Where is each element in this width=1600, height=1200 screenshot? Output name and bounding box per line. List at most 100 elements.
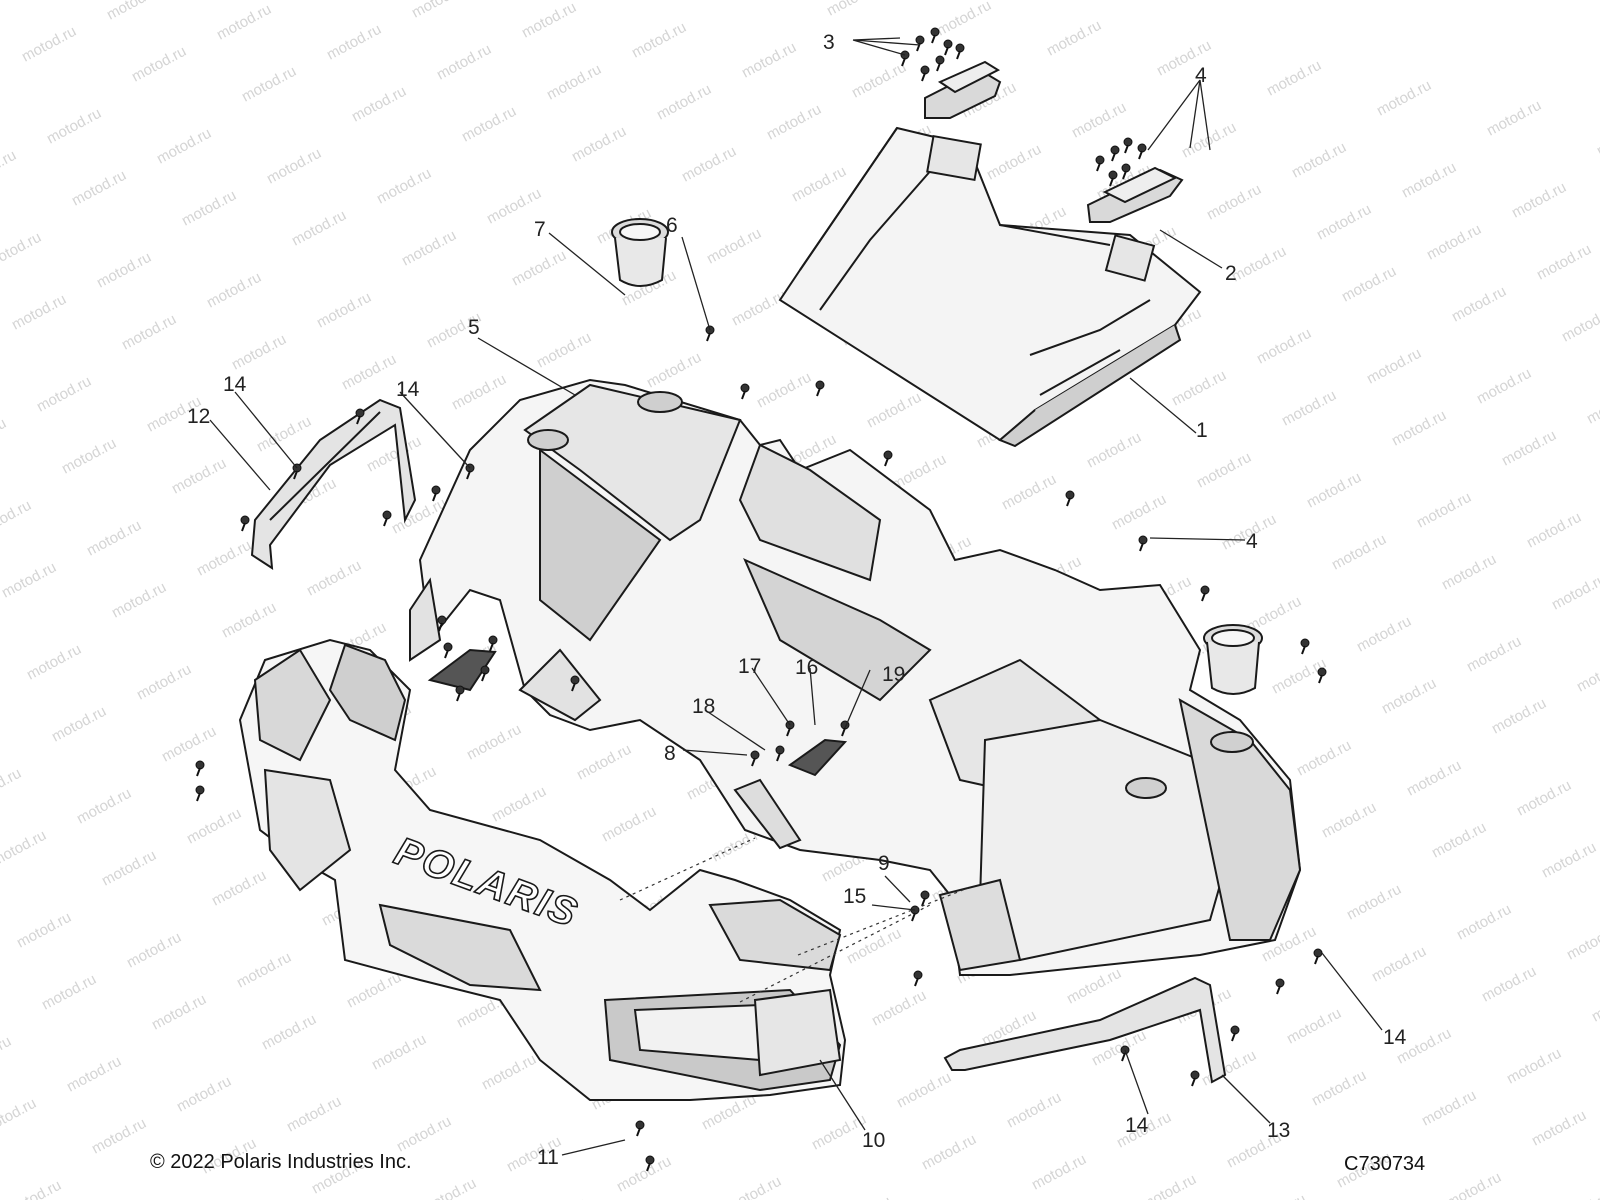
screw-shank [1111, 152, 1116, 162]
screw-shank [293, 470, 298, 480]
screw-icon [915, 35, 925, 45]
callout-4-top: 4 [1195, 64, 1207, 87]
screw-shank [944, 46, 949, 56]
screw-shank [776, 752, 781, 762]
screw-icon [1108, 170, 1118, 180]
alignment-line-2 [739, 904, 931, 1003]
screw-shank [1318, 674, 1323, 684]
screw-shank [911, 912, 916, 922]
screw-icon [570, 675, 580, 685]
screw-shank [1301, 645, 1306, 655]
screw-icon [815, 380, 825, 390]
screw-icon [935, 55, 945, 65]
screw-icon [240, 515, 250, 525]
screw-icon [1300, 638, 1310, 648]
part-16-bracket-right [787, 738, 848, 777]
screw-icon [740, 383, 750, 393]
callout-19: 19 [882, 663, 905, 686]
screw-shank [931, 34, 936, 44]
screw-icon [1121, 163, 1131, 173]
callout-16: 16 [795, 656, 818, 679]
screw-icon [1230, 1025, 1240, 1035]
screw-shank [751, 757, 756, 767]
callout-2: 2 [1225, 262, 1237, 285]
part-7-cup-holder-left [611, 218, 669, 287]
screw-icon [1110, 145, 1120, 155]
screw-icon [1065, 490, 1075, 500]
screw-icon [930, 27, 940, 37]
screw-shank [1109, 177, 1114, 187]
part-7-cup-holder-right [1203, 624, 1263, 695]
callout-5: 5 [468, 316, 480, 339]
callout-numbers: 1 2 3 4 4 5 6 7 8 9 10 11 12 13 14 14 14… [187, 31, 1407, 1169]
callout-6: 6 [666, 214, 678, 237]
screw-shank [1231, 1032, 1236, 1042]
callout-3: 3 [823, 31, 835, 54]
screw-shank [1139, 542, 1144, 552]
screw-shank [921, 897, 926, 907]
callout-18: 18 [692, 695, 715, 718]
screw-icon [750, 750, 760, 760]
screw-shank [1121, 1052, 1126, 1062]
callout-13: 13 [1267, 1119, 1290, 1142]
screw-shank [1201, 592, 1206, 602]
screw-icon [195, 785, 205, 795]
screw-icon [455, 685, 465, 695]
callout-12: 12 [187, 405, 210, 428]
screw-shank [816, 387, 821, 397]
screw-icon [382, 510, 392, 520]
screw-shank [841, 727, 846, 737]
screw-icon [480, 665, 490, 675]
screw-shank [444, 649, 449, 659]
screw-icon [1123, 137, 1133, 147]
screw-shank [921, 72, 926, 82]
part-16-bracket-left [427, 648, 497, 692]
callout-7: 7 [534, 218, 546, 241]
screw-shank [636, 1127, 641, 1137]
screw-icon [943, 39, 953, 49]
screw-icon [955, 43, 965, 53]
screw-icon [645, 1155, 655, 1165]
screw-icon [1317, 667, 1327, 677]
screw-icon [913, 970, 923, 980]
callout-1: 1 [1196, 419, 1208, 442]
callout-15: 15 [843, 885, 866, 908]
callout-14-left-b: 14 [396, 378, 420, 401]
screw-shank [1276, 985, 1281, 995]
screw-icon [635, 1120, 645, 1130]
screw-shank [706, 332, 711, 342]
screw-icon [1137, 143, 1147, 153]
front-hood [238, 638, 847, 1101]
screw-icon [1138, 535, 1148, 545]
fasteners-group [195, 27, 1327, 1172]
screw-shank [432, 492, 437, 502]
screw-shank [466, 470, 471, 480]
screw-icon [920, 65, 930, 75]
part-12-handle-left [250, 398, 417, 570]
screw-icon [775, 745, 785, 755]
screw-icon [1095, 155, 1105, 165]
screw-shank [956, 50, 961, 60]
callout-8: 8 [664, 742, 676, 765]
screw-icon [488, 635, 498, 645]
screw-shank [884, 457, 889, 467]
screw-shank [456, 692, 461, 702]
callout-17: 17 [738, 655, 761, 678]
screw-icon [443, 642, 453, 652]
screw-shank [1314, 955, 1319, 965]
screw-shank [571, 682, 576, 692]
screw-shank [646, 1162, 651, 1172]
part-13-handle-right [943, 976, 1227, 1084]
copyright-notice: © 2022 Polaris Industries Inc. [150, 1151, 412, 1173]
screw-icon [1200, 585, 1210, 595]
screw-icon [1190, 1070, 1200, 1080]
screw-icon [431, 485, 441, 495]
screw-icon [437, 615, 447, 625]
screw-icon [920, 890, 930, 900]
screw-shank [1066, 497, 1071, 507]
screw-shank [741, 390, 746, 400]
screw-shank [481, 672, 486, 682]
screw-shank [383, 517, 388, 527]
callout-14-right: 14 [1383, 1026, 1407, 1049]
